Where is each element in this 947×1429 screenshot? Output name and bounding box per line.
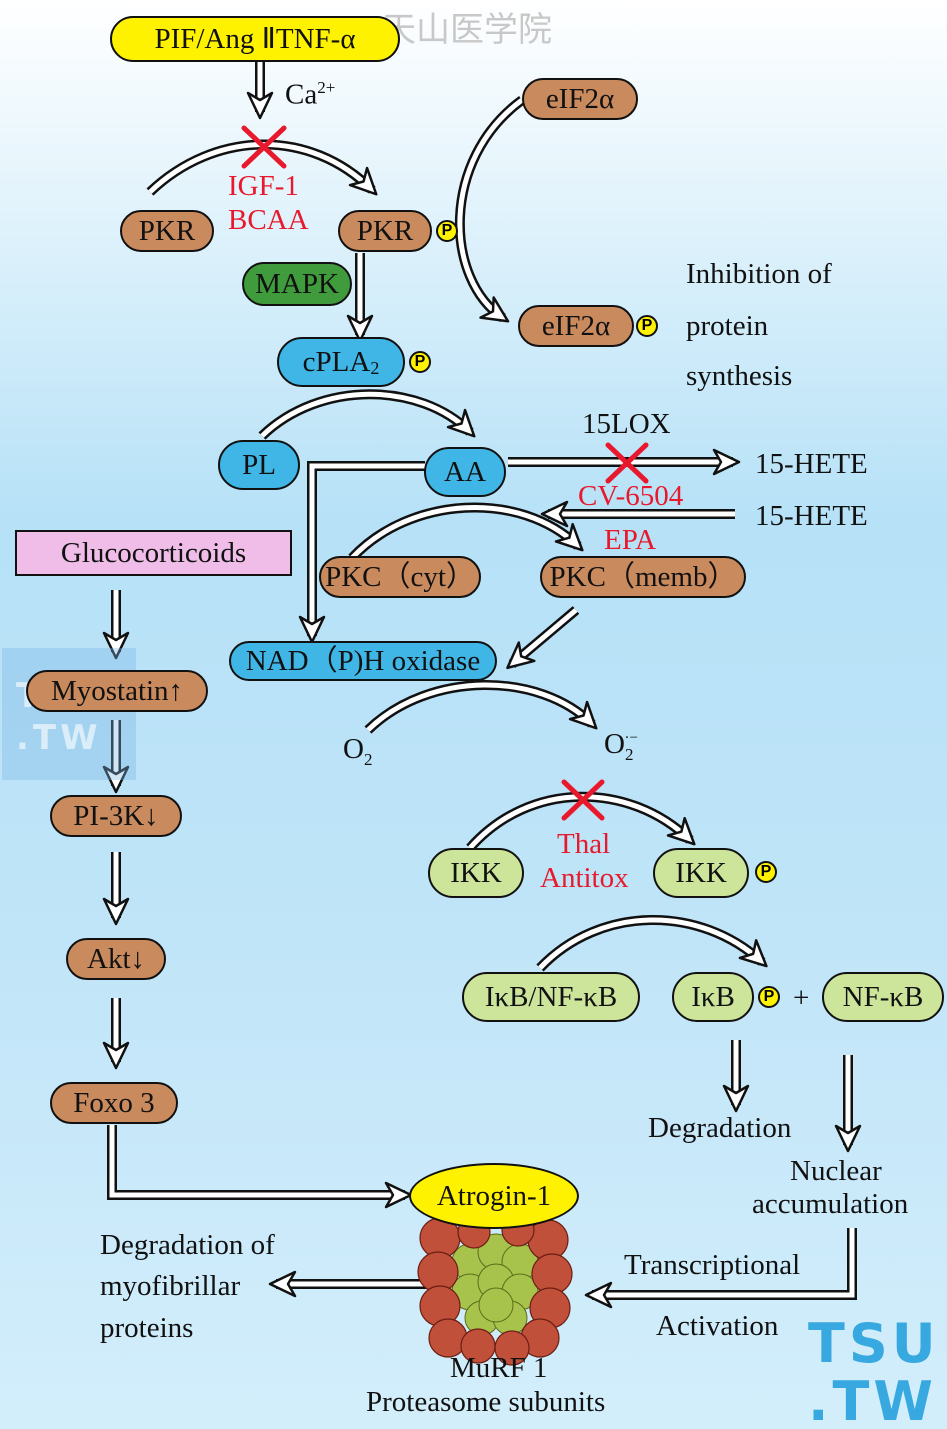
node-aa: AA — [424, 447, 506, 497]
node-pkc-cyt: PKC（cyt） — [319, 556, 481, 598]
node-pkr: PKR — [120, 210, 214, 252]
label-inhibition-1: Inhibition of — [686, 258, 832, 290]
node-ikk: IKK — [428, 848, 524, 898]
node-atrogin1: Atrogin-1 — [409, 1163, 579, 1229]
label-superoxide: O2·− — [604, 728, 638, 764]
node-nfkb: NF-κB — [822, 972, 944, 1022]
watermark-tw: .TW — [808, 1370, 937, 1429]
inhibitor-bcaa: BCAA — [228, 204, 309, 236]
arrow-pkc-translocation — [348, 502, 584, 562]
watermark-top: 天山医学院 — [382, 12, 552, 49]
node-glucocorticoids: Glucocorticoids — [15, 530, 292, 576]
node-pi3k: PI-3K↓ — [50, 795, 182, 837]
watermark-left: TSU .TW — [2, 648, 136, 780]
label-degradation: Degradation — [648, 1112, 792, 1144]
node-pl: PL — [218, 440, 300, 490]
node-ikb-phospho: IκB — [672, 972, 754, 1022]
label-myofibrillar: myofibrillar — [100, 1270, 241, 1302]
phospho-cpla2-icon: P — [409, 351, 431, 373]
label-oxygen-main: O — [343, 733, 364, 765]
label-proteins: proteins — [100, 1312, 194, 1344]
label-proteasome-subunits: Proteasome subunits — [366, 1386, 606, 1418]
node-mapk: MAPK — [242, 262, 352, 306]
phospho-pkr-icon: P — [436, 220, 458, 242]
node-akt: Akt↓ — [66, 938, 166, 980]
label-activation: Activation — [656, 1310, 779, 1342]
node-cpla2-main: cPLA — [302, 345, 371, 378]
node-myostatin: Myostatin↑ — [26, 670, 208, 712]
label-murf1: MuRF 1 — [450, 1352, 548, 1384]
label-calcium-sup: 2+ — [317, 78, 336, 97]
label-15lox: 15LOX — [582, 408, 671, 440]
arrow-pkc-nadph — [506, 606, 580, 670]
arrow-aa-nadph — [298, 461, 425, 644]
phospho-eif2a-icon: P — [636, 315, 658, 337]
label-oxygen-sub: 2 — [363, 749, 373, 769]
node-ikk-phospho: IKK — [653, 848, 749, 898]
inhibitor-cv6504: CV-6504 — [578, 480, 684, 512]
arrow-transcriptional-activation — [584, 1228, 857, 1309]
inhibitor-epa: EPA — [604, 524, 657, 556]
label-degradation-of: Degradation of — [100, 1229, 275, 1261]
label-superoxide-main: O — [604, 728, 625, 760]
arrow-ikb-phospho — [536, 915, 768, 972]
arrow-eif2a-phospho — [455, 95, 525, 323]
node-pkr-phospho: PKR — [338, 210, 432, 252]
inhibition-cross-15lox — [605, 442, 649, 484]
proteasome-structure — [417, 1213, 573, 1366]
label-15-hete-signal: 15-HETE — [755, 500, 868, 532]
node-eif2a: eIF2α — [522, 78, 638, 120]
label-nuclear: Nuclear — [790, 1155, 882, 1187]
watermark-left-tw: .TW — [16, 718, 102, 758]
label-plus: + — [793, 982, 810, 1014]
label-inhibition-3: synthesis — [686, 360, 793, 392]
node-pif-ang-tnf: PIF/Ang ⅡTNF-α — [110, 16, 400, 62]
label-calcium-main: Ca — [285, 78, 318, 111]
phospho-ikb-icon: P — [758, 986, 780, 1008]
inhibition-cross-thal — [561, 779, 605, 821]
node-ikb-nfkb-complex: IκB/NF-κB — [462, 972, 640, 1022]
phospho-ikk-icon: P — [755, 861, 777, 883]
inhibitor-thal: Thal — [557, 828, 611, 860]
inhibitor-antitox: Antitox — [540, 862, 629, 894]
node-pkc-memb: PKC（memb） — [540, 556, 746, 598]
label-transcriptional: Transcriptional — [624, 1249, 801, 1281]
node-nadph-oxidase: NAD（P)H oxidase — [229, 641, 497, 681]
inhibition-cross-igf — [241, 125, 287, 169]
inhibitor-igf1: IGF-1 — [228, 170, 299, 202]
arrow-pl-aa — [258, 389, 476, 440]
label-superoxide-sub: 2 — [624, 744, 634, 764]
node-eif2a-phospho: eIF2α — [518, 305, 634, 347]
label-accumulation: accumulation — [752, 1188, 909, 1220]
node-foxo3: Foxo 3 — [50, 1082, 178, 1124]
arrow-o2-superoxide — [364, 680, 598, 734]
label-inhibition-2: protein — [686, 310, 769, 342]
label-superoxide-sup: ·− — [624, 730, 638, 747]
label-15-hete-product: 15-HETE — [755, 448, 868, 480]
watermark-tsu: TSU — [808, 1312, 940, 1375]
label-oxygen: O2 — [343, 733, 372, 769]
label-calcium: Ca2+ — [285, 78, 335, 112]
node-cpla2-sub: 2 — [370, 358, 380, 378]
arrow-foxo3-atrogin — [107, 1125, 413, 1209]
